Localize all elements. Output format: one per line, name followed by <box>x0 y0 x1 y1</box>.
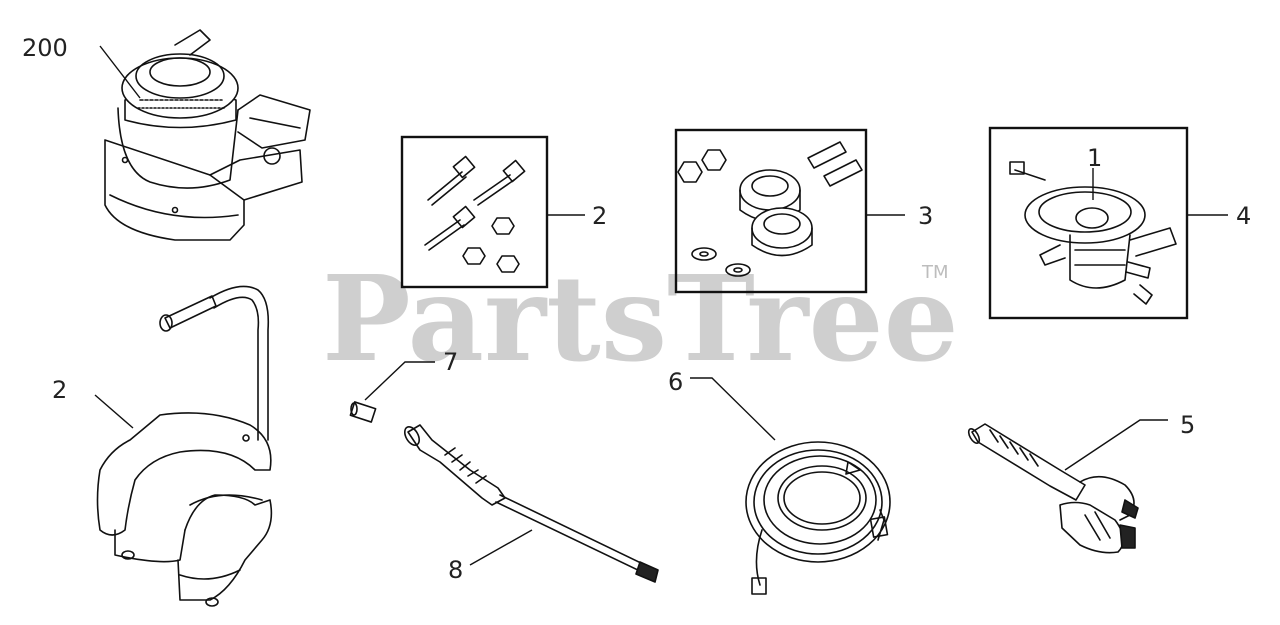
callout-screws-kit: 2 <box>592 202 607 230</box>
watermark-text: PartsTree <box>322 249 959 388</box>
callout-pump-inner: 1 <box>1087 144 1102 172</box>
callout-pump: 4 <box>1236 202 1251 230</box>
spray-gun-part[interactable] <box>967 423 1139 554</box>
wand-part[interactable] <box>402 424 659 583</box>
frame-part[interactable] <box>96 285 273 607</box>
screws-kit-box[interactable] <box>400 135 549 289</box>
bearing-kit-parts <box>677 141 863 277</box>
screws-kit-parts <box>424 155 526 273</box>
nozzle-part[interactable] <box>349 401 377 423</box>
watermark-trademark: TM <box>921 262 949 283</box>
callout-bearing-kit: 3 <box>918 202 933 230</box>
callout-hose: 6 <box>668 368 683 396</box>
pump-box[interactable] <box>988 126 1189 320</box>
bearing-kit-box[interactable] <box>674 128 868 294</box>
callout-frame: 2 <box>52 376 67 404</box>
engine-part[interactable] <box>104 29 311 241</box>
callout-nozzle: 7 <box>443 348 458 376</box>
callout-spray-gun: 5 <box>1180 411 1195 439</box>
pump-part <box>1009 161 1177 305</box>
hose-part[interactable] <box>745 441 891 595</box>
callout-engine: 200 <box>22 34 68 62</box>
callout-wand: 8 <box>448 556 463 584</box>
